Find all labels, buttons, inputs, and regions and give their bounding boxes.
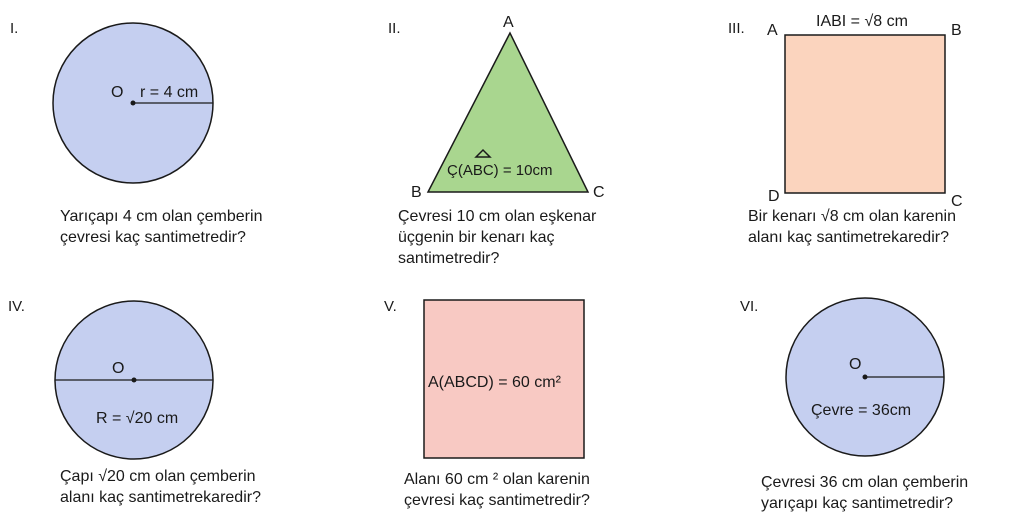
question-text: Çevresi 36 cm olan çemberin yarıçapı kaç… [761,472,968,514]
square-shape [784,34,946,194]
center-dot [130,100,136,106]
question-line: çevresi kaç santimetredir? [60,229,246,246]
corner-b-label: B [951,22,962,39]
question-line: Çevresi 10 cm olan eşkenar [398,208,597,225]
center-label: O [112,360,124,377]
problem-number: VI. [740,298,759,315]
problem-number: III. [728,20,745,37]
radius-label: R = √20 cm [96,410,178,427]
circle-shape [785,297,945,457]
question-line: Alanı 60 cm ² olan karenin [404,471,590,488]
question-text: Bir kenarı √8 cm olan karenin alanı kaç … [748,206,956,248]
question-text: Çapı √20 cm olan çemberin alanı kaç sant… [60,466,261,508]
question-text: Çevresi 10 cm olan eşkenar üçgenin bir k… [398,206,596,269]
problem-number: IV. [8,298,25,315]
triangle-symbol-icon [474,148,492,158]
problem-number: V. [384,298,397,315]
triangle-shape [426,31,590,193]
circle-shape [54,300,214,460]
question-line: Yarıçapı 4 cm olan çemberin [60,208,263,225]
question-line: Çapı √20 cm olan çemberin [60,468,256,485]
corner-d-label: D [768,188,780,205]
perimeter-label: Ç(ABC) = 10cm [447,162,552,179]
question-line: alanı kaç santimetrekaredir? [60,489,261,506]
vertex-b-label: B [411,184,422,201]
question-text: Alanı 60 cm ² olan karenin çevresi kaç s… [404,469,590,511]
question-line: santimetredir? [398,250,500,267]
area-label: A(ABCD) = 60 cm² [428,374,562,391]
question-text: Yarıçapı 4 cm olan çemberin çevresi kaç … [60,206,262,248]
corner-a-label: A [767,22,778,39]
circle-shape [52,22,214,184]
center-dot [131,377,137,383]
problem-number: II. [388,20,401,37]
question-line: alanı kaç santimetrekaredir? [748,229,949,246]
vertex-a-label: A [503,14,514,31]
problem-number: I. [10,20,19,37]
question-line: yarıçapı kaç santimetredir? [761,495,954,512]
side-label: IABI = √8 cm [816,13,908,30]
radius-label: r = 4 cm [140,84,198,101]
question-line: çevresi kaç santimetredir? [404,492,590,509]
question-line: Çevresi 36 cm olan çemberin [761,474,969,491]
center-dot [862,374,868,380]
square-shape [423,299,585,459]
question-line: Bir kenarı √8 cm olan karenin [748,208,956,225]
question-line: üçgenin bir kenarı kaç [398,229,555,246]
center-label: O [849,356,861,373]
center-label: O [111,84,123,101]
perimeter-label: Çevre = 36cm [811,402,911,419]
vertex-c-label: C [593,184,605,201]
